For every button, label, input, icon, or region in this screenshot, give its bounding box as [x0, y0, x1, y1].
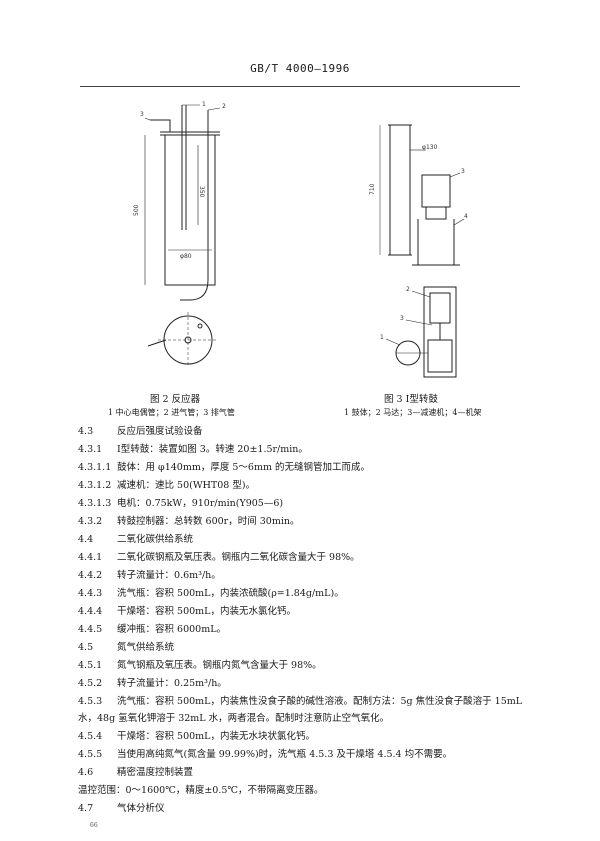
figure-3-caption: 图 3 Ⅰ型转鼓 — [384, 394, 438, 405]
fig2-callout-2: 2 — [222, 103, 226, 110]
body-line-7: 4.4.1 二氧化碳钢瓶及氧压表。钢瓶内二氧化碳含量大于 98%。 — [78, 552, 360, 563]
fig2-dim-500: 500 — [133, 204, 140, 216]
body-line-14: 4.5.2 转子流量计：0.25m³/h。 — [78, 678, 227, 689]
body-line-18: 4.5.5 当使用高纯氮气(氮含量 99.99%)时，洗气瓶 4.5.3 及干燥… — [78, 749, 453, 760]
body-line-21: 4.7 气体分析仪 — [78, 803, 165, 814]
fig3-callout-4: 4 — [464, 213, 468, 220]
fig2-callout-1: 1 — [202, 101, 206, 108]
body-line-17: 4.5.4 干燥塔：容积 500mL，内装无水块状氯化钙。 — [78, 731, 315, 742]
fig3-callout-3-top: 3 — [461, 168, 465, 175]
header-rule — [80, 86, 520, 87]
fig2-dim-350: 350 — [198, 186, 205, 198]
body-line-5: 4.3.2 转鼓控制器：总转数 600r，时间 30min。 — [78, 516, 300, 527]
figure-2-reactor-drawing: 1 2 3 500 350 φ80 — [133, 101, 226, 365]
figure-2-caption: 图 2 反应器 — [150, 394, 201, 405]
page-number: 66 — [90, 822, 98, 829]
body-line-13: 4.5.1 氮气钢瓶及氧压表。钢瓶内氮气含量大于 98%。 — [78, 660, 322, 671]
figure-3-drum-drawing: φ130 710 3 4 2 3 1 — [369, 124, 468, 378]
body-line-6: 4.4 二氧化碳供给系统 — [78, 534, 194, 545]
body-line-0: 4.3 反应后强度试验设备 — [78, 426, 203, 437]
figure-2-legend: 1 中心电偶管；2 进气管；3 排气管 — [108, 408, 235, 417]
fig3-dim-710: 710 — [369, 183, 376, 195]
body-line-8: 4.4.2 转子流量计：0.6m³/h。 — [78, 570, 221, 581]
body-line-2: 4.3.1.1 鼓体：用 φ140mm，厚度 5～6mm 的无缝钢管加工而成。 — [78, 462, 370, 473]
fig3-callout-2: 2 — [406, 286, 410, 293]
body-line-20: 温控范围：0～1600℃，精度±0.5℃，不带隔离变压器。 — [78, 785, 324, 796]
body-line-15: 4.5.3 洗气瓶：容积 500mL，内装焦性没食子酸的碱性溶液。配制方法：5g… — [78, 696, 523, 707]
body-line-3: 4.3.1.2 减速机：速比 50(WHT08 型)。 — [78, 480, 256, 491]
figure-3-legend: 1 鼓体；2 马达；3—减速机；4—机架 — [344, 408, 482, 417]
fig2-dim-dia: φ80 — [180, 253, 192, 260]
fig3-callout-3-bottom: 3 — [400, 315, 404, 322]
body-line-12: 4.5 氮气供给系统 — [78, 642, 175, 653]
body-line-19: 4.6 精密温度控制装置 — [78, 767, 194, 778]
fig3-callout-1: 1 — [380, 334, 384, 341]
body-line-4: 4.3.1.3 电机：0.75kW，910r/min(Y905—6) — [78, 498, 284, 509]
body-line-9: 4.4.3 洗气瓶：容积 500mL，内装浓硫酸(ρ=1.84g/mL)。 — [78, 588, 344, 599]
fig2-callout-3: 3 — [140, 111, 144, 118]
body-line-11: 4.4.5 缓冲瓶：容积 6000mL。 — [78, 624, 227, 635]
page-header: GB/T 4000—1996 — [250, 62, 350, 75]
fig3-dim-dia: φ130 — [422, 144, 438, 151]
body-line-10: 4.4.4 干燥塔：容积 500mL，内装无水氯化钙。 — [78, 606, 296, 617]
body-line-1: 4.3.1 Ⅰ型转鼓：装置如图 3。转速 20±1.5r/min。 — [78, 444, 308, 455]
body-line-16: 水，48g 氢氧化钾溶于 32mL 水，两者混合。配制时注意防止空气氧化。 — [78, 713, 390, 724]
